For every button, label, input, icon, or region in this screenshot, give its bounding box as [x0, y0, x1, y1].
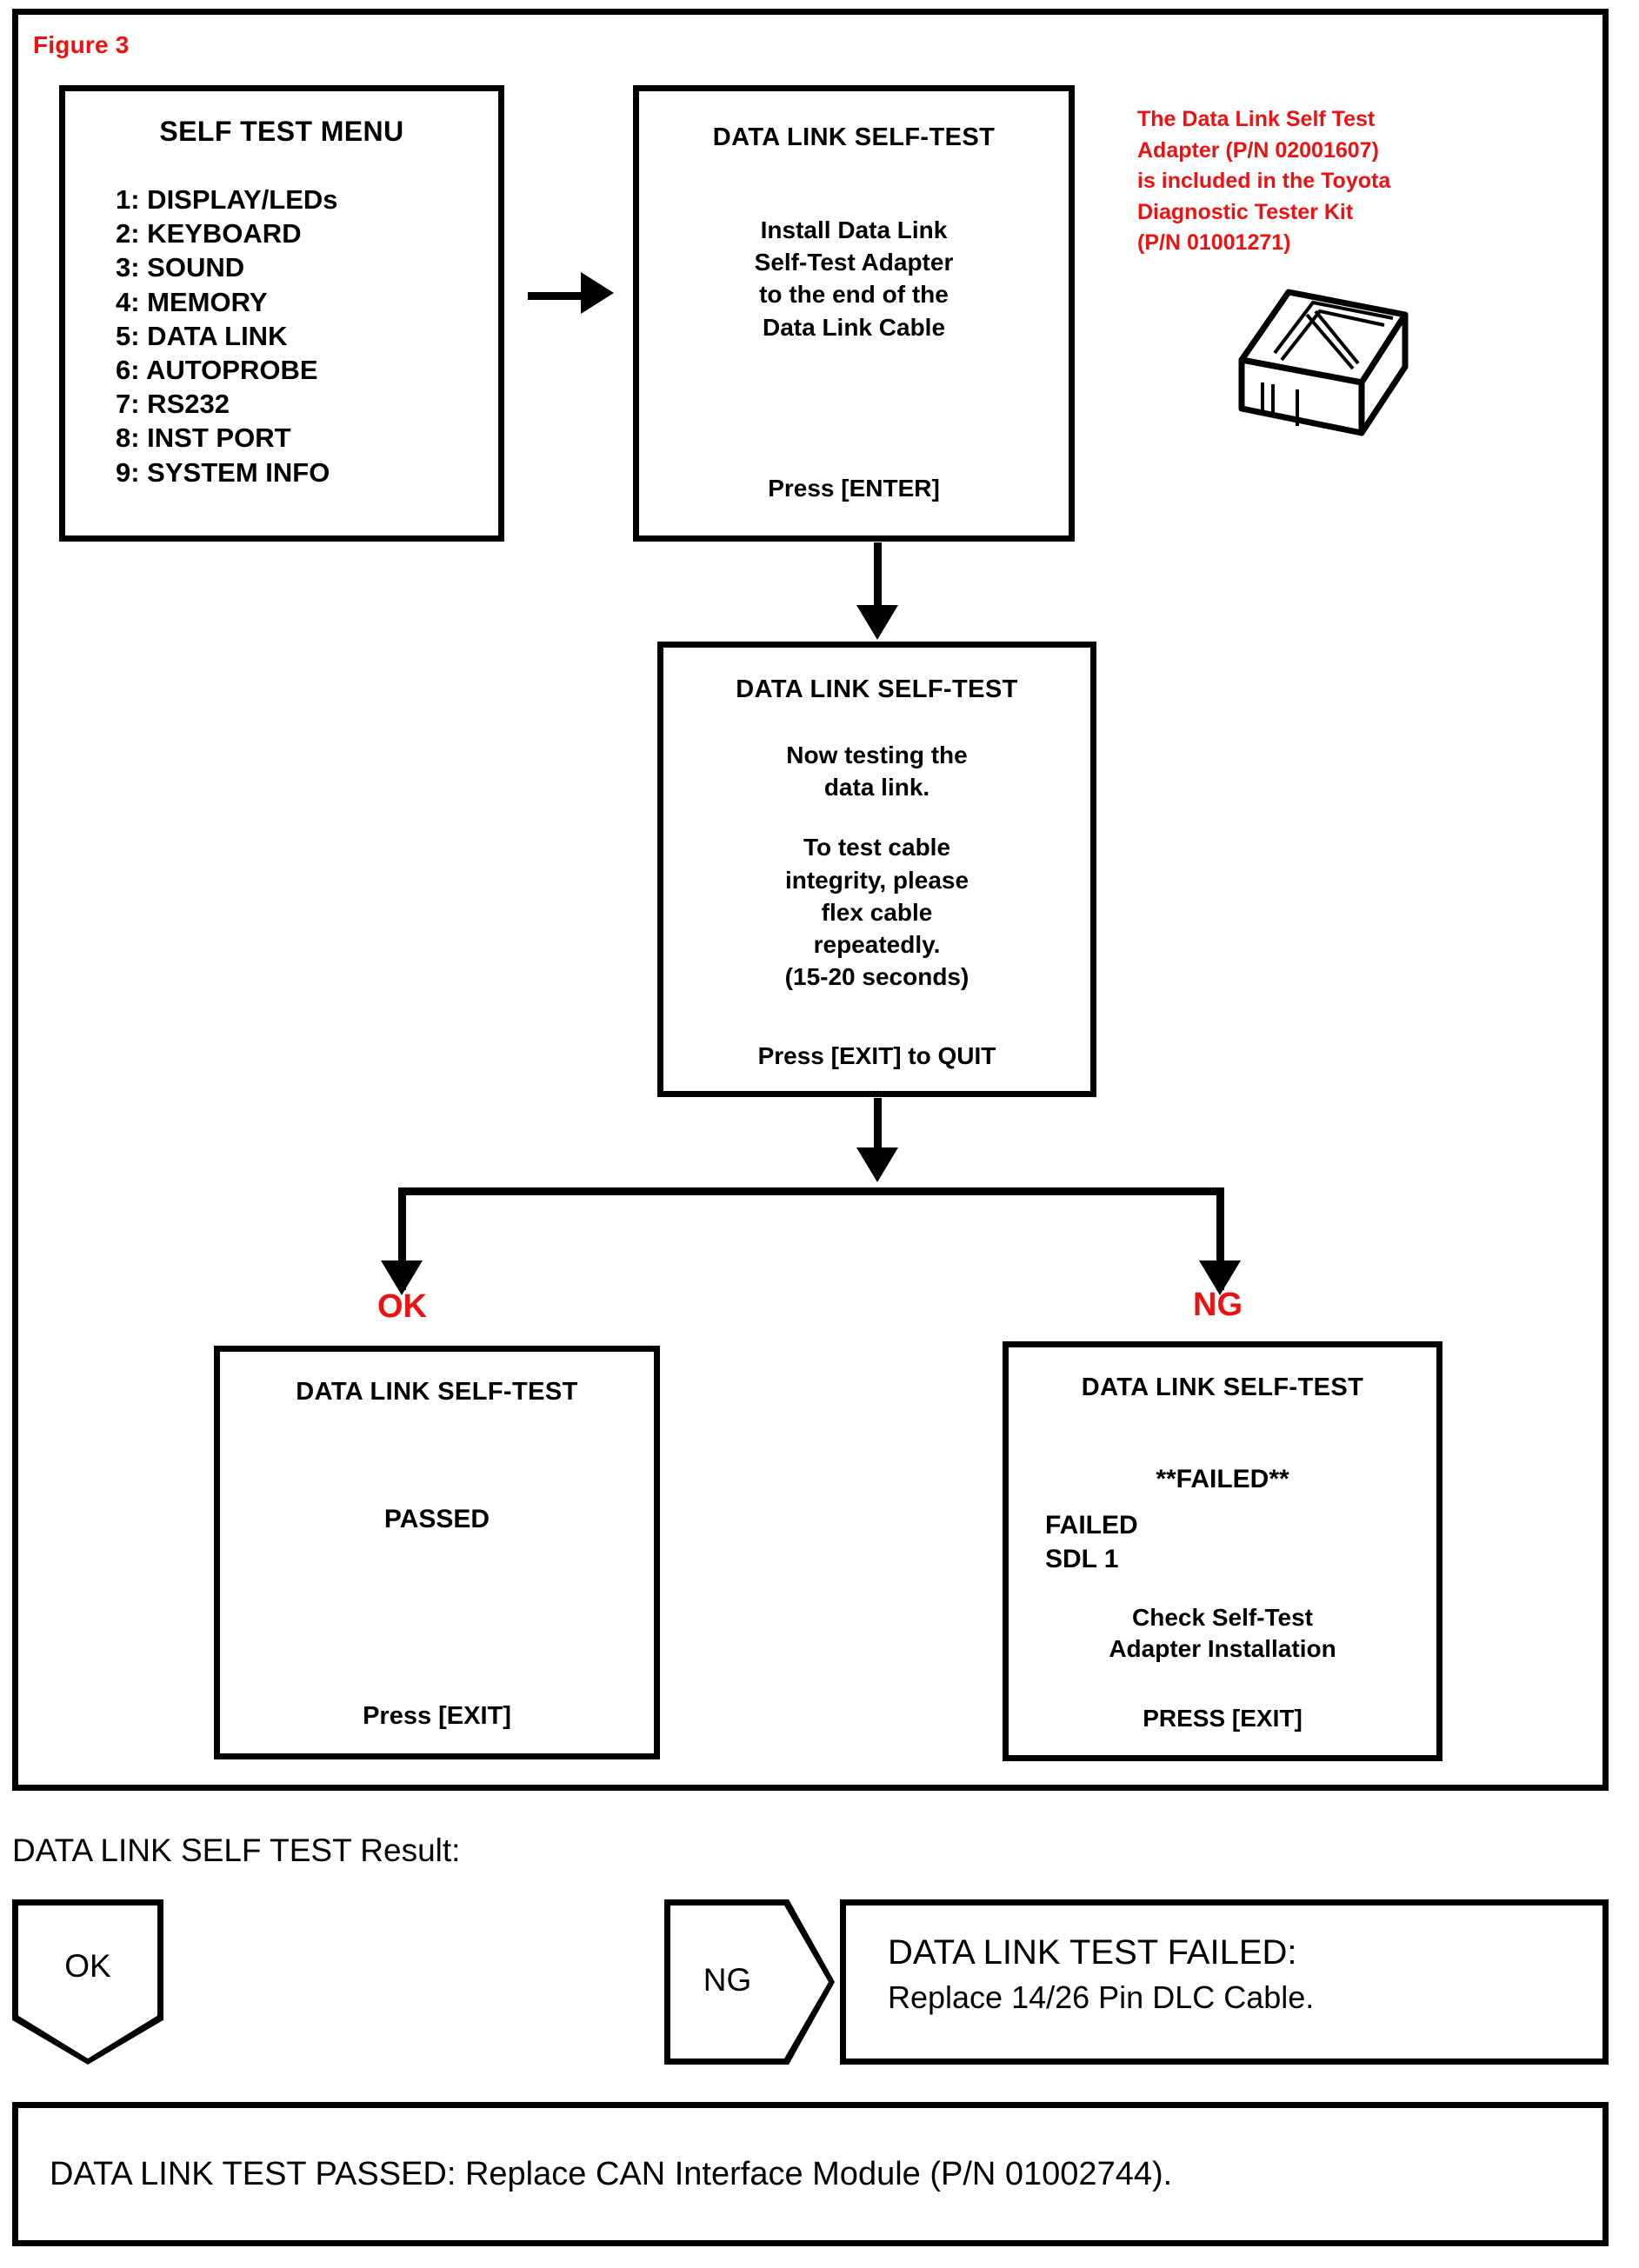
- menu-screen-title: SELF TEST MENU: [159, 116, 404, 147]
- red-note-line-2: Adapter (P/N 02001607): [1137, 137, 1379, 163]
- failed-advice-line-2: Adapter Installation: [1109, 1635, 1336, 1663]
- install-body-line-4: Data Link Cable: [762, 313, 946, 341]
- failed-screen-advice: Check Self-Test Adapter Installation: [1009, 1602, 1436, 1666]
- menu-item-data-link-row[interactable]: 5: DATA LINK: [116, 319, 498, 353]
- passed-action-line: DATA LINK TEST PASSED: Replace CAN Inter…: [50, 2155, 1173, 2192]
- red-note-line-4: Diagnostic Tester Kit: [1137, 199, 1354, 224]
- connector-ng-leg: [1216, 1187, 1224, 1290]
- install-body-line-3: to the end of the: [759, 281, 949, 309]
- menu-item-keyboard[interactable]: 2: KEYBOARD: [116, 216, 498, 250]
- arrow-down-icon-ok: [381, 1260, 423, 1295]
- menu-item-label: 9: SYSTEM INFO: [116, 456, 330, 488]
- result-section-heading: DATA LINK SELF TEST Result:: [12, 1832, 461, 1868]
- arrow-down-icon-ng: [1199, 1260, 1241, 1295]
- fail-action-line-2: Replace 14/26 Pin DLC Cable.: [888, 1979, 1315, 2015]
- testing-body-line-2: data link.: [823, 774, 930, 801]
- menu-item-label: 6: AUTOPROBE: [116, 354, 318, 385]
- menu-item-display-leds[interactable]: 1: DISPLAY/LEDs: [116, 183, 498, 216]
- menu-item-label: 4: MEMORY: [116, 286, 268, 317]
- now-testing-screen: DATA LINK SELF-TEST Now testing the data…: [657, 642, 1096, 1097]
- passed-screen-result: PASSED: [383, 1505, 490, 1533]
- install-screen-footer: Press [ENTER]: [768, 475, 940, 502]
- testing-body-line-3: To test cable: [803, 834, 951, 861]
- connector-testing-stem: [874, 1098, 882, 1157]
- self-test-menu-list: 1: DISPLAY/LEDs 2: KEYBOARD 3: SOUND 4: …: [65, 183, 498, 489]
- testing-screen-footer: Press [EXIT] to QUIT: [757, 1042, 996, 1069]
- connector-ok-leg: [398, 1187, 406, 1290]
- menu-item-inst-port[interactable]: 8: INST PORT: [116, 421, 498, 455]
- menu-item-label: 1: DISPLAY/LEDs: [116, 184, 338, 215]
- menu-item-autoprobe[interactable]: 6: AUTOPROBE: [116, 353, 498, 387]
- menu-item-rs232[interactable]: 7: RS232: [116, 387, 498, 421]
- testing-body-line-7: (15-20 seconds): [784, 963, 969, 991]
- arrow-right-icon: [581, 272, 614, 314]
- passed-action-box: DATA LINK TEST PASSED: Replace CAN Inter…: [12, 2102, 1609, 2246]
- self-test-menu-screen: SELF TEST MENU 1: DISPLAY/LEDs 2: KEYBOA…: [59, 85, 504, 542]
- result-ng-chevron: NG: [664, 1899, 835, 2065]
- result-ok-pentagon: OK: [12, 1899, 163, 2065]
- testing-screen-body-b: To test cable integrity, please flex cab…: [663, 831, 1090, 993]
- passed-screen-title: DATA LINK SELF-TEST: [296, 1378, 578, 1406]
- testing-screen-title: DATA LINK SELF-TEST: [736, 675, 1018, 703]
- test-passed-screen: DATA LINK SELF-TEST PASSED Press [EXIT]: [214, 1346, 660, 1759]
- adapter-part-number-note: The Data Link Self Test Adapter (P/N 020…: [1137, 104, 1520, 259]
- failed-code-line-2: SDL 1: [1045, 1545, 1119, 1573]
- result-ng-label: NG: [703, 1962, 752, 1998]
- connector-install-to-testing: [874, 542, 882, 612]
- install-body-line-2: Self-Test Adapter: [754, 249, 954, 276]
- menu-item-sound[interactable]: 3: SOUND: [116, 250, 498, 284]
- arrow-down-icon-install-to-testing: [856, 605, 898, 640]
- figure-label: Figure 3: [33, 31, 130, 58]
- passed-screen-footer: Press [EXIT]: [363, 1702, 511, 1730]
- install-screen-body: Install Data Link Self-Test Adapter to t…: [639, 214, 1069, 343]
- fail-action-line-1: DATA LINK TEST FAILED:: [888, 1933, 1297, 1972]
- arrow-down-icon-branch-stem: [856, 1147, 898, 1182]
- menu-item-data-link-selected[interactable]: 5: DATA LINK: [116, 320, 288, 351]
- failed-advice-line-1: Check Self-Test: [1132, 1604, 1313, 1631]
- testing-body-line-4: integrity, please: [784, 866, 969, 894]
- red-note-line-1: The Data Link Self Test: [1137, 107, 1376, 131]
- install-screen-title: DATA LINK SELF-TEST: [712, 123, 996, 151]
- failed-code-line-1: FAILED: [1045, 1511, 1138, 1540]
- branch-label-ng: NG: [1193, 1287, 1243, 1323]
- testing-screen-body-a: Now testing the data link.: [663, 739, 1090, 803]
- menu-item-system-info[interactable]: 9: SYSTEM INFO: [116, 456, 498, 489]
- result-ok-label: OK: [64, 1948, 111, 1984]
- install-body-line-1: Install Data Link: [760, 216, 948, 243]
- failed-screen-result: **FAILED**: [1156, 1465, 1289, 1493]
- install-adapter-screen: DATA LINK SELF-TEST Install Data Link Se…: [633, 85, 1075, 542]
- data-link-self-test-adapter-icon: [1238, 289, 1409, 436]
- fail-action-box: DATA LINK TEST FAILED: Replace 14/26 Pin…: [840, 1899, 1609, 2065]
- testing-body-line-5: flex cable: [821, 898, 933, 926]
- testing-body-line-6: repeatedly.: [813, 931, 941, 959]
- red-note-line-5: (P/N 01001271): [1137, 230, 1291, 255]
- red-note-line-3: is included in the Toyota: [1137, 169, 1391, 193]
- connector-branch-splitter: [398, 1187, 1224, 1195]
- menu-item-memory[interactable]: 4: MEMORY: [116, 285, 498, 319]
- failed-screen-title: DATA LINK SELF-TEST: [1081, 1373, 1364, 1401]
- menu-item-label: 2: KEYBOARD: [116, 218, 302, 249]
- branch-label-ok: OK: [377, 1288, 427, 1325]
- failed-screen-codes: FAILED SDL 1: [1009, 1508, 1436, 1576]
- connector-menu-to-install: [528, 292, 592, 300]
- test-failed-screen: DATA LINK SELF-TEST **FAILED** FAILED SD…: [1003, 1341, 1442, 1761]
- testing-body-line-1: Now testing the: [786, 742, 968, 768]
- menu-item-label: 7: RS232: [116, 389, 230, 420]
- failed-screen-footer: PRESS [EXIT]: [1143, 1705, 1303, 1732]
- menu-item-label: 8: INST PORT: [116, 422, 291, 454]
- menu-item-label: 3: SOUND: [116, 252, 245, 283]
